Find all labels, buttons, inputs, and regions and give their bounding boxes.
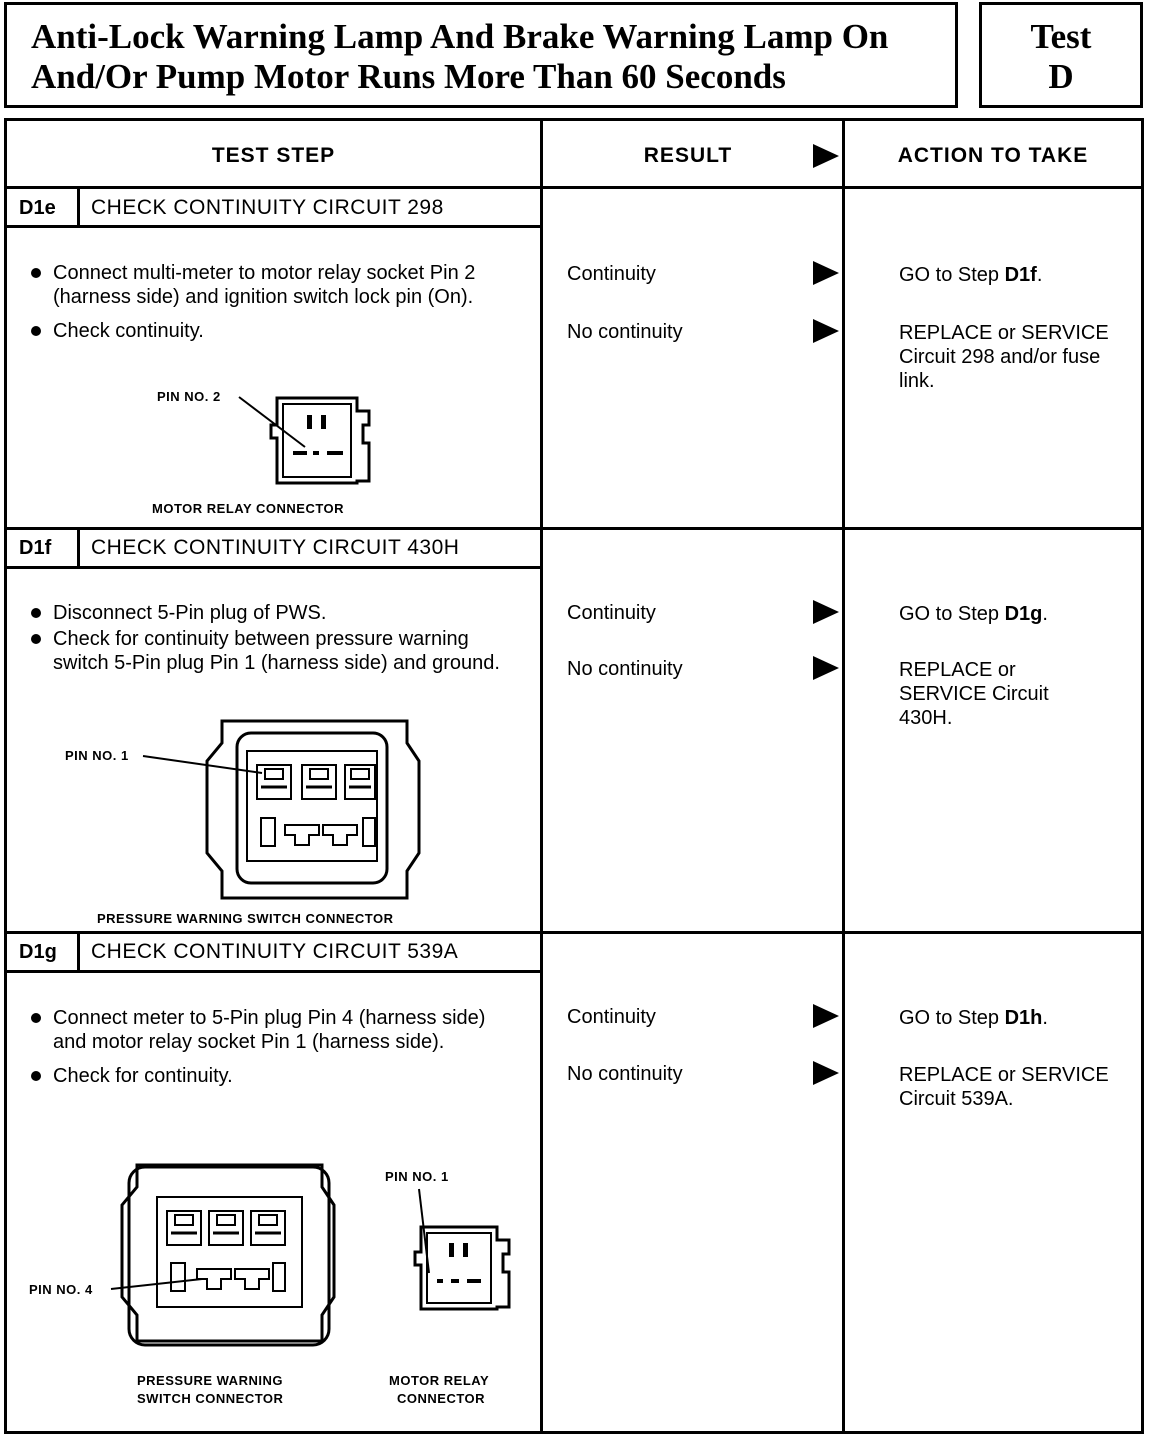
result-no-continuity: No continuity [567, 321, 683, 343]
arrow-icon [813, 1004, 839, 1028]
step-title-divider [7, 970, 540, 973]
title-box: Anti-Lock Warning Lamp And Brake Warning… [4, 2, 958, 108]
bullet-item: Connect meter to 5-Pin plug Pin 4 (harne… [29, 1006, 519, 1054]
step-title: CHECK CONTINUITY CIRCUIT 298 [91, 196, 444, 219]
pressure-and-relay-connector-diagram: PIN NO. 4 PRESSURE WARNING SWITCH CONNEC… [29, 1163, 511, 1405]
step-bullets: Connect multi-meter to motor relay socke… [29, 261, 519, 353]
step-bullets: Connect meter to 5-Pin plug Pin 4 (harne… [29, 1006, 519, 1098]
page-title: Anti-Lock Warning Lamp And Brake Warning… [31, 17, 888, 97]
step-id: D1e [19, 197, 56, 219]
arrow-icon [813, 600, 839, 624]
action-text: GO to Step D1f. [899, 264, 1043, 286]
action-text: GO to Step D1h. [899, 1007, 1048, 1029]
result-no-continuity: No continuity [567, 658, 683, 680]
header-arrow-icon [813, 144, 839, 168]
arrow-icon [813, 1061, 839, 1085]
test-table: TEST STEP RESULT ACTION TO TAKE D1e CHEC… [4, 118, 1144, 1434]
bullet-icon [31, 326, 41, 336]
bullet-item: Disconnect 5-Pin plug of PWS. [29, 601, 519, 625]
test-label: Test [1030, 17, 1092, 56]
step-title-divider [7, 566, 540, 569]
motor-relay-connector-diagram: PIN NO. 2 MOTOR RELAY CONNECTOR [152, 389, 371, 516]
pin-label: PIN NO. 2 [157, 389, 221, 404]
pressure-warning-switch-connector-diagram: PIN NO. 1 PRESSURE WARNING SWITCH CONNEC… [65, 719, 421, 926]
test-letter: D [1048, 57, 1074, 96]
step-id-divider [77, 186, 80, 226]
header-divider [7, 186, 1141, 189]
step-id-divider [77, 527, 80, 567]
diagram-caption: MOTOR RELAY CONNECTOR [152, 501, 344, 516]
step-title: CHECK CONTINUITY CIRCUIT 539A [91, 940, 459, 963]
divider-col-2 [842, 121, 845, 1431]
header-test-step: TEST STEP [211, 144, 336, 167]
bullet-item: Check for continuity between pressure wa… [29, 627, 519, 675]
header-action: ACTION TO TAKE [897, 144, 1089, 167]
step-title: CHECK CONTINUITY CIRCUIT 430H [91, 536, 460, 559]
bullet-item: Connect multi-meter to motor relay socke… [29, 261, 519, 309]
pin4-label: PIN NO. 4 [29, 1282, 93, 1297]
step-id: D1f [19, 537, 52, 559]
diagram-caption: PRESSURE WARNING SWITCH CONNECTOR [97, 911, 394, 926]
caption-right-1: MOTOR RELAY [389, 1373, 489, 1388]
result-continuity: Continuity [567, 1006, 656, 1028]
action-text: REPLACE or SERVICE Circuit 539A. [899, 1064, 1109, 1110]
action-text: GO to Step D1g. [899, 603, 1048, 625]
bullet-icon [31, 268, 41, 278]
step-id: D1g [19, 941, 57, 963]
test-id-box: Test D [979, 2, 1143, 108]
title-line-1: Anti-Lock Warning Lamp And Brake Warning… [31, 17, 889, 56]
pin-label: PIN NO. 1 [65, 748, 129, 763]
action-text: REPLACE or SERVICE Circuit 430H. [899, 659, 1049, 729]
caption-left-1: PRESSURE WARNING [137, 1373, 283, 1388]
bullet-item: Check continuity. [29, 319, 519, 343]
caption-right-2: CONNECTOR [397, 1391, 485, 1405]
caption-left-2: SWITCH CONNECTOR [137, 1391, 284, 1405]
bullet-icon [31, 608, 41, 618]
bullet-icon [31, 634, 41, 644]
arrow-icon [813, 319, 839, 343]
step-bullets: Disconnect 5-Pin plug of PWS. Check for … [29, 601, 519, 685]
step-id-divider [77, 931, 80, 971]
bullet-item: Check for continuity. [29, 1064, 519, 1088]
result-continuity: Continuity [567, 263, 656, 285]
arrow-icon [813, 656, 839, 680]
title-line-2: And/Or Pump Motor Runs More Than 60 Seco… [31, 57, 786, 96]
header-result: RESULT [643, 144, 733, 167]
step-divider [7, 931, 1141, 934]
arrow-icon [813, 261, 839, 285]
bullet-icon [31, 1013, 41, 1023]
result-no-continuity: No continuity [567, 1063, 683, 1085]
pin1-label: PIN NO. 1 [385, 1169, 449, 1184]
result-continuity: Continuity [567, 602, 656, 624]
step-divider [7, 527, 1141, 530]
step-title-divider [7, 225, 540, 228]
action-text: REPLACE or SERVICE Circuit 298 and/or fu… [899, 322, 1109, 392]
bullet-icon [31, 1071, 41, 1081]
divider-col-1 [540, 121, 543, 1431]
